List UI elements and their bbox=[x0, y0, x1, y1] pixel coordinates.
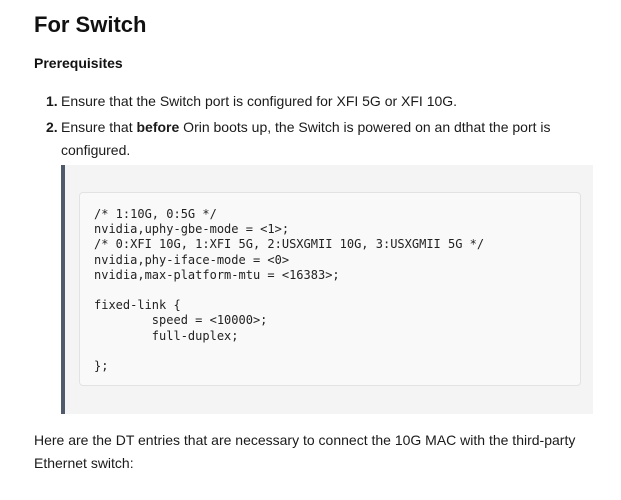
section-title: For Switch bbox=[34, 12, 147, 37]
dt-entries-paragraph: Here are the DT entries that are necessa… bbox=[34, 432, 576, 471]
code-content: /* 1:10G, 0:5G */ nvidia,uphy-gbe-mode =… bbox=[94, 207, 485, 374]
list-item-number: 1. bbox=[46, 93, 58, 109]
code-block[interactable]: /* 1:10G, 0:5G */ nvidia,uphy-gbe-mode =… bbox=[79, 192, 581, 386]
prerequisites-heading: Prerequisites bbox=[34, 55, 123, 71]
list-item-number: 2. bbox=[46, 119, 58, 135]
list-item: 1. Ensure that the Switch port is config… bbox=[34, 90, 594, 113]
list-item: 2. Ensure that before Orin boots up, the… bbox=[34, 116, 594, 162]
code-blockquote: /* 1:10G, 0:5G */ nvidia,uphy-gbe-mode =… bbox=[61, 165, 593, 414]
prerequisites-list: 1. Ensure that the Switch port is config… bbox=[34, 90, 594, 165]
list-item-text: Orin boots up, the Switch is powered on … bbox=[61, 119, 551, 158]
list-item-text: Ensure that bbox=[61, 119, 137, 135]
list-item-text: Ensure that the Switch port is configure… bbox=[61, 93, 458, 109]
emphasis-before: before bbox=[136, 119, 180, 135]
